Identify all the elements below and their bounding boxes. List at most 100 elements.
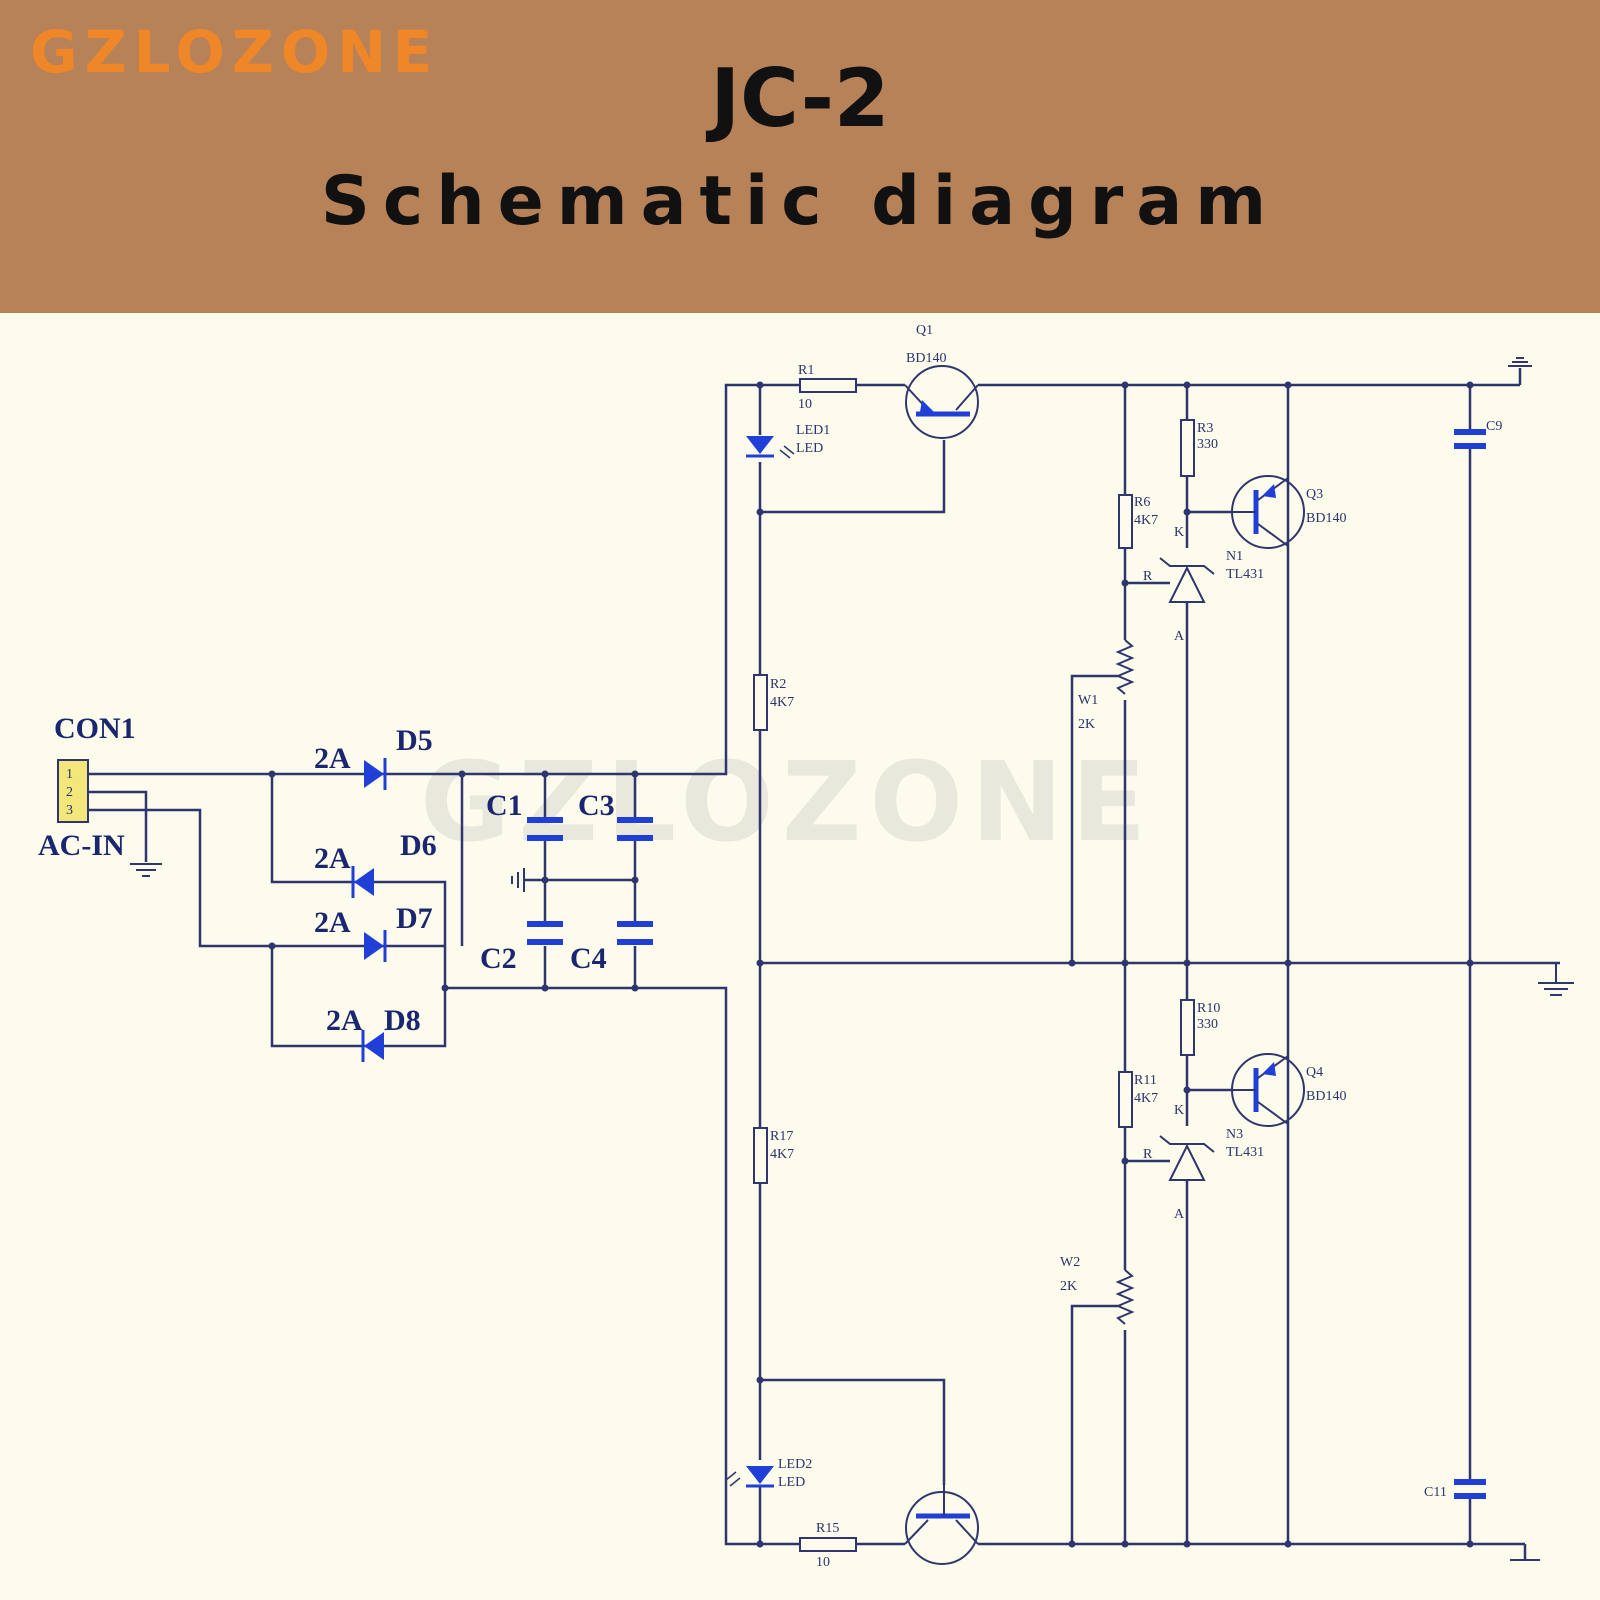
r17-value: 4K7 — [770, 1147, 794, 1162]
capacitor-c3 — [617, 817, 653, 841]
connector-con1: 1 2 3 CON1 AC-IN — [38, 712, 136, 862]
capacitor-c2 — [527, 921, 563, 945]
resistors — [753, 378, 1195, 1552]
diode-d6-rating: 2A — [314, 842, 351, 875]
r11-value: 4K7 — [1134, 1091, 1158, 1106]
n1-pin-r: R — [1143, 569, 1153, 584]
potentiometer-w2 — [1115, 1269, 1135, 1325]
junction-dots — [268, 381, 1474, 1548]
n1-part: TL431 — [1226, 567, 1264, 582]
diode-d7 — [364, 930, 387, 962]
wire-ac-ground — [88, 790, 148, 862]
resistor-r10 — [1180, 999, 1195, 1056]
schematic-diagram: GZLOZONE — [0, 313, 1600, 1600]
regulator-n1 — [1159, 557, 1215, 603]
ground-icon — [130, 357, 1574, 1561]
leds — [725, 436, 795, 1488]
led-led2 — [725, 1466, 774, 1488]
q1-part: BD140 — [906, 351, 946, 366]
diode-d6-ref: D6 — [400, 829, 437, 862]
page-subtitle: Schematic diagram — [320, 162, 1280, 241]
r15-ref: R15 — [816, 1521, 839, 1536]
n1-pin-k: K — [1174, 525, 1184, 540]
resistor-r11 — [1118, 1071, 1133, 1128]
r11-ref: R11 — [1134, 1073, 1157, 1088]
diode-d8-ref: D8 — [384, 1004, 421, 1037]
diode-labels: 2A D5 2A D6 2A D7 2A D8 — [314, 724, 437, 1037]
n1-pin-a: A — [1174, 629, 1185, 644]
diode-d6 — [351, 866, 374, 898]
header-banner: GZLOZONE JC-2 Schematic diagram — [0, 0, 1600, 313]
connector-ref-label: CON1 — [54, 712, 136, 745]
page-title: JC-2 — [710, 52, 890, 145]
w1-ref: W1 — [1078, 693, 1098, 708]
wire-w2-wiper — [1070, 1304, 1118, 1544]
resistor-r17 — [753, 1127, 768, 1184]
resistor-r3 — [1180, 419, 1195, 477]
led2-ref: LED2 — [778, 1457, 812, 1472]
w2-ref: W2 — [1060, 1255, 1080, 1270]
n3-pin-k: K — [1174, 1103, 1184, 1118]
r15-value: 10 — [816, 1555, 830, 1570]
diode-d5 — [364, 758, 387, 790]
capacitor-c4 — [617, 921, 653, 945]
svg-text:1: 1 — [66, 767, 73, 782]
resistor-r1 — [799, 378, 857, 393]
diode-d5-rating: 2A — [314, 742, 351, 775]
svg-text:2: 2 — [66, 785, 73, 800]
capacitor-c9 — [1454, 429, 1486, 449]
diode-bridge — [351, 758, 387, 1062]
r10-ref: R10 — [1197, 1001, 1220, 1016]
transistor-q2 — [904, 1485, 979, 1565]
r1-value: 10 — [798, 397, 812, 412]
potentiometer-w1 — [1115, 639, 1135, 695]
capacitor-labels: C1 C3 C2 C4 — [480, 789, 615, 975]
resistor-r6 — [1118, 494, 1133, 549]
led1-ref: LED1 — [796, 423, 830, 438]
capacitor-c2-label: C2 — [480, 942, 517, 975]
diode-d7-ref: D7 — [396, 902, 433, 935]
diode-d8-rating: 2A — [326, 1004, 363, 1037]
filter-capacitors — [527, 817, 653, 945]
schematic-background — [0, 313, 1600, 1600]
n3-ref: N3 — [1226, 1127, 1243, 1142]
n3-pin-a: A — [1174, 1207, 1185, 1222]
r6-ref: R6 — [1134, 495, 1150, 510]
connector-name-label: AC-IN — [38, 829, 125, 862]
led1-type: LED — [796, 441, 823, 456]
capacitor-c3-label: C3 — [578, 789, 615, 822]
r10-value: 330 — [1197, 1017, 1218, 1032]
r3-ref: R3 — [1197, 421, 1213, 436]
n3-part: TL431 — [1226, 1145, 1264, 1160]
transistor-q4 — [1231, 1053, 1305, 1127]
c11-label: C11 — [1424, 1485, 1447, 1500]
regulator-n3 — [1159, 1135, 1215, 1181]
output-capacitors — [1454, 429, 1486, 1499]
r1-ref: R1 — [798, 363, 814, 378]
transistors — [904, 365, 1305, 1565]
wire-q2-base — [760, 1378, 946, 1485]
transistor-q1 — [904, 365, 979, 439]
r6-value: 4K7 — [1134, 513, 1158, 528]
n3-pin-r: R — [1143, 1147, 1153, 1162]
diode-d5-ref: D5 — [396, 724, 433, 757]
r17-ref: R17 — [770, 1129, 793, 1144]
q1-ref: Q1 — [916, 323, 933, 338]
capacitor-c1-label: C1 — [486, 789, 523, 822]
brand-logo: GZLOZONE — [30, 18, 440, 86]
q4-ref: Q4 — [1306, 1065, 1323, 1080]
resistor-r2 — [753, 674, 768, 731]
r3-value: 330 — [1197, 437, 1218, 452]
component-labels: Q1 BD140 R1 10 LED1 LED R2 4K7 R3 330 R6… — [770, 323, 1502, 1570]
w2-value: 2K — [1060, 1279, 1077, 1294]
capacitor-c11 — [1454, 1479, 1486, 1499]
watermark: GZLOZONE — [420, 738, 1154, 866]
diode-d7-rating: 2A — [314, 906, 351, 939]
svg-text:3: 3 — [66, 803, 73, 818]
r2-ref: R2 — [770, 677, 786, 692]
led-led1 — [746, 436, 795, 459]
wire-d8 — [270, 946, 447, 1048]
diode-d8 — [361, 1030, 384, 1062]
capacitor-c1 — [527, 817, 563, 841]
capacitor-c4-label: C4 — [570, 942, 607, 975]
